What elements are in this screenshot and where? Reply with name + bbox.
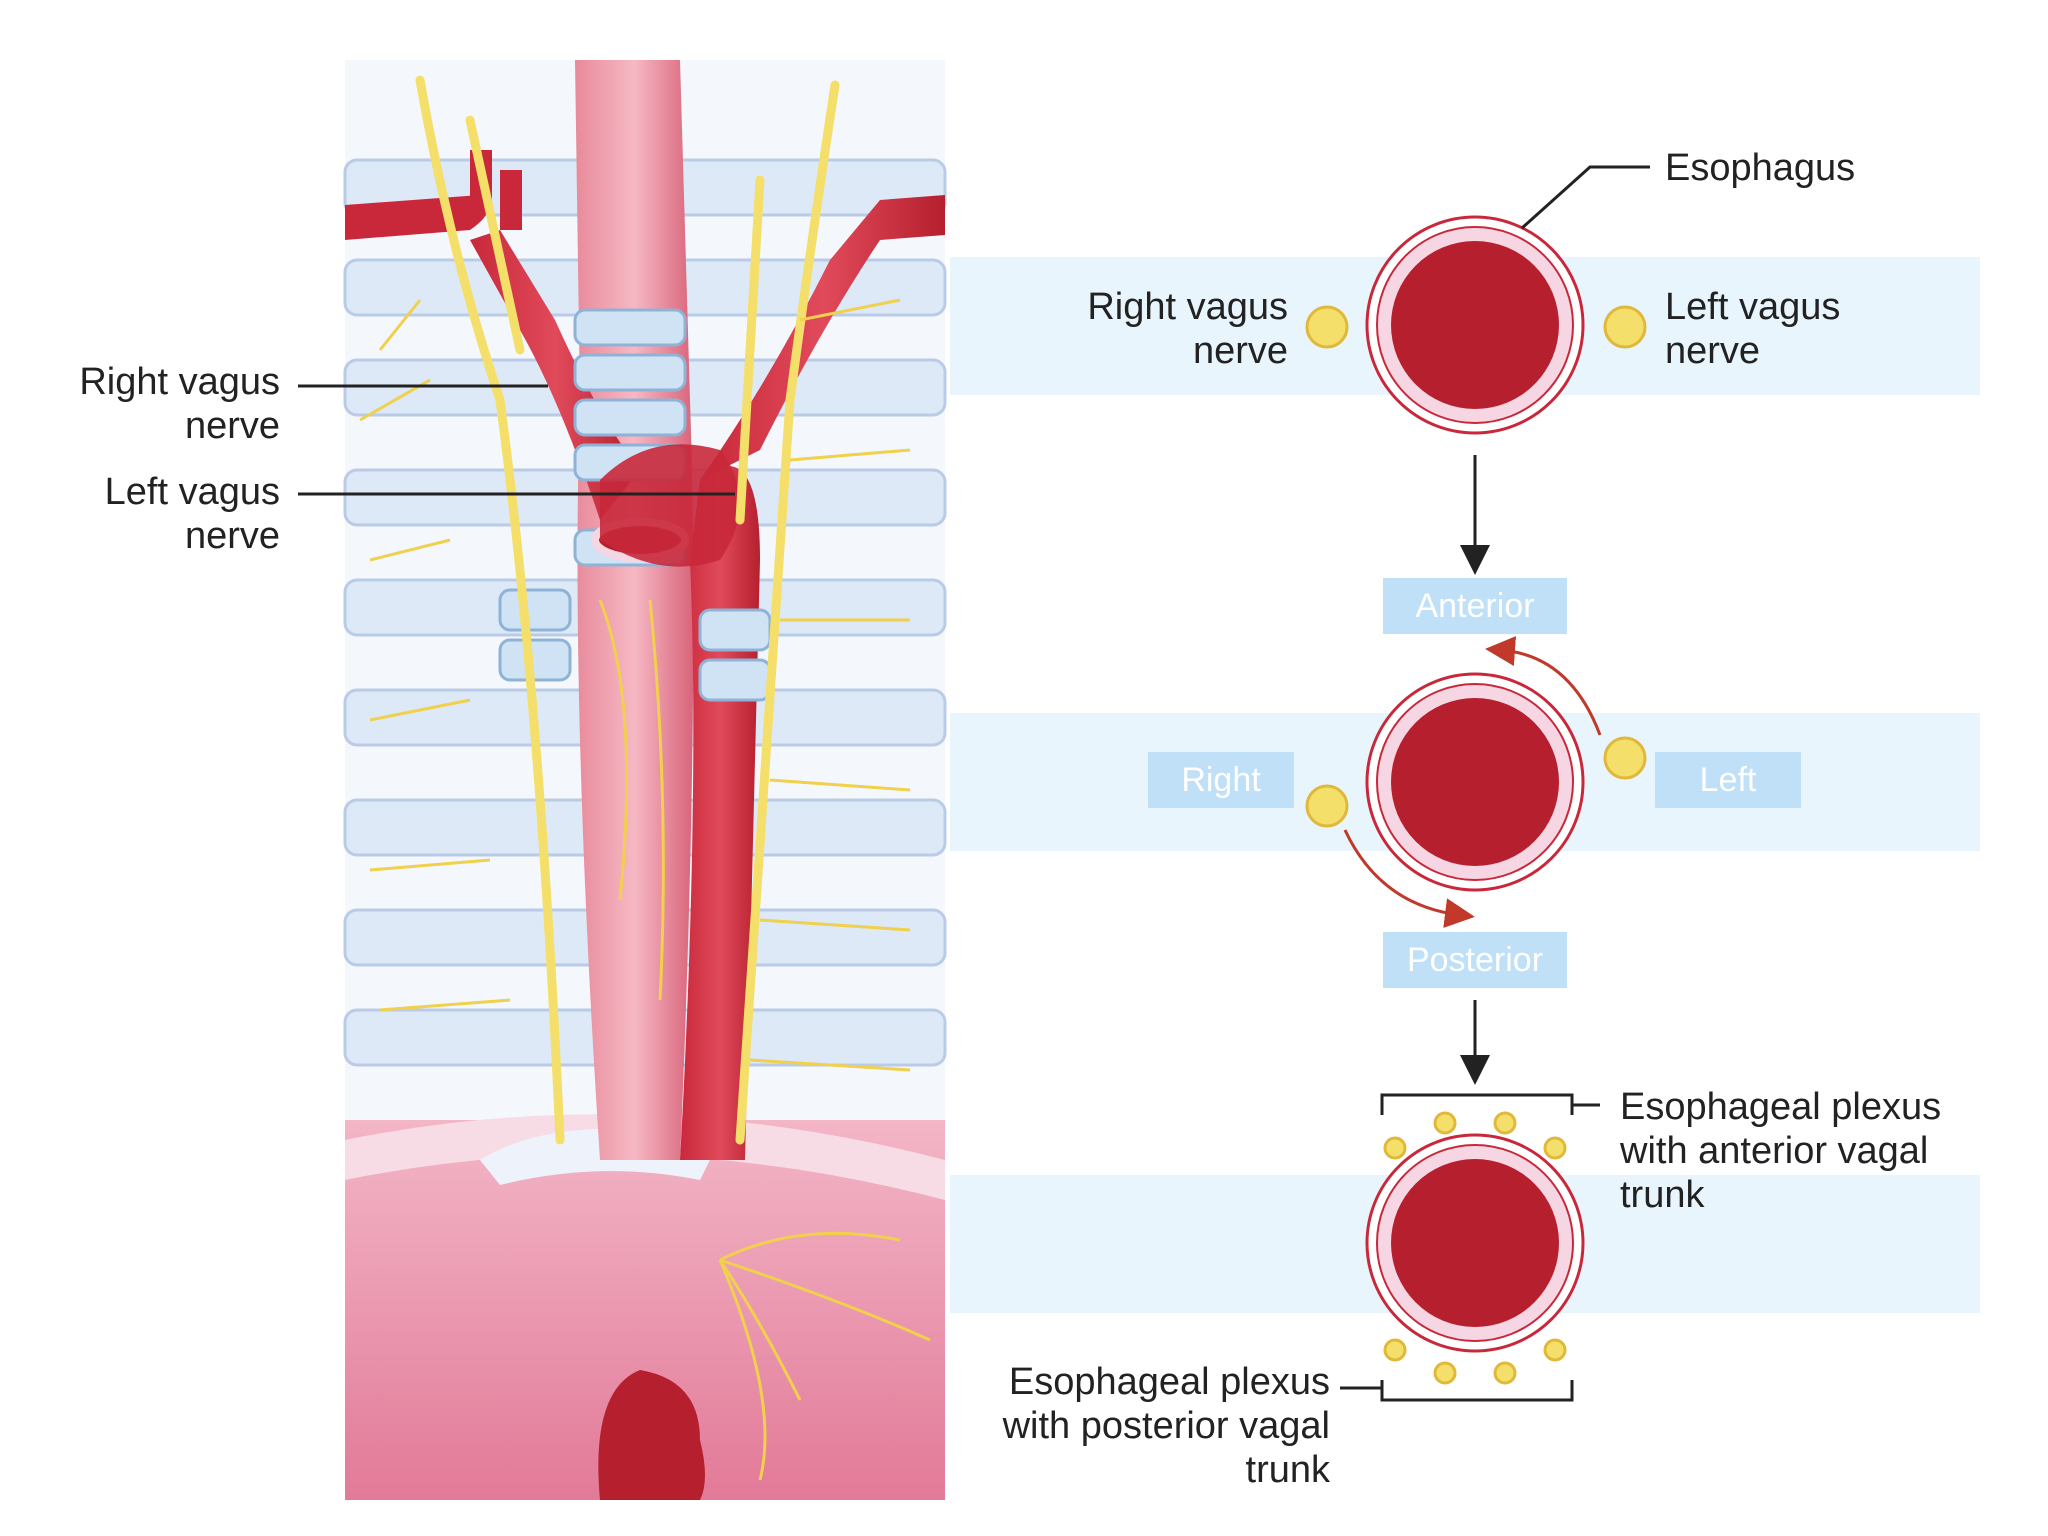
- esophagus-illustration: [575, 60, 694, 1160]
- posterior-plexus-line1: Esophageal plexus: [1008, 1361, 1330, 1403]
- esophagus-cross-section-bottom: [1365, 1133, 1585, 1353]
- top-right-vagus-label: Right vagus nerve: [1030, 285, 1288, 373]
- left-vagus-label: Left vagus nerve: [20, 470, 280, 558]
- anatomy-illustration: [343, 60, 947, 1500]
- stomach: [598, 1370, 705, 1500]
- esophagus-label: Esophagus: [1665, 147, 1856, 189]
- esophagus-leader: [1520, 165, 1650, 230]
- diaphragm: [345, 1120, 945, 1500]
- right-vagus-label: Right vagus nerve: [20, 360, 280, 448]
- right-tag: Right: [1148, 752, 1294, 808]
- vagus-nerves: [415, 75, 840, 1145]
- left-vagus-label-line2: nerve: [184, 515, 280, 557]
- posterior-plexus-line3: trunk: [1245, 1449, 1330, 1491]
- right-vagus-dot-top: [1305, 305, 1349, 349]
- top-left-vagus-line1: Left vagus: [1665, 286, 1841, 328]
- posterior-plexus-label: Esophageal plexus with posterior vagal t…: [940, 1360, 1330, 1492]
- anterior-plexus-line1: Esophageal plexus: [1620, 1086, 1942, 1128]
- top-right-vagus-line1: Right vagus: [1087, 286, 1288, 328]
- top-right-vagus-line2: nerve: [1192, 330, 1288, 372]
- left-vagus-label-line1: Left vagus: [104, 471, 280, 513]
- posterior-bracket: [1380, 1380, 1574, 1402]
- top-left-vagus-label: Left vagus nerve: [1665, 285, 1840, 373]
- posterior-plexus-line2: with posterior vagal: [1002, 1405, 1330, 1447]
- anterior-tag: Anterior: [1383, 578, 1567, 634]
- anterior-bracket: [1380, 1093, 1574, 1115]
- anterior-plexus-line3: trunk: [1620, 1174, 1705, 1216]
- esophagus-cross-section-top: [1365, 215, 1585, 435]
- left-vagus-dot-top: [1603, 305, 1647, 349]
- top-left-vagus-line2: nerve: [1665, 330, 1761, 372]
- posterior-tag: Posterior: [1383, 932, 1567, 988]
- right-vagus-label-line1: Right vagus: [79, 361, 280, 403]
- anterior-plexus-label: Esophageal plexus with anterior vagal tr…: [1620, 1085, 1941, 1217]
- left-tag: Left: [1655, 752, 1801, 808]
- left-vagus-dot-middle: [1603, 736, 1647, 780]
- rotation-arrow-left-anterior: [1485, 636, 1602, 736]
- esophagus-cross-section-middle: [1365, 672, 1585, 892]
- anterior-plexus-line2: with anterior vagal: [1620, 1130, 1929, 1172]
- right-vagus-dot-middle: [1305, 784, 1349, 828]
- right-vagus-label-line2: nerve: [184, 405, 280, 447]
- plexus-dots: [1383, 1111, 1567, 1385]
- rotation-arrow-right-posterior: [1343, 829, 1475, 929]
